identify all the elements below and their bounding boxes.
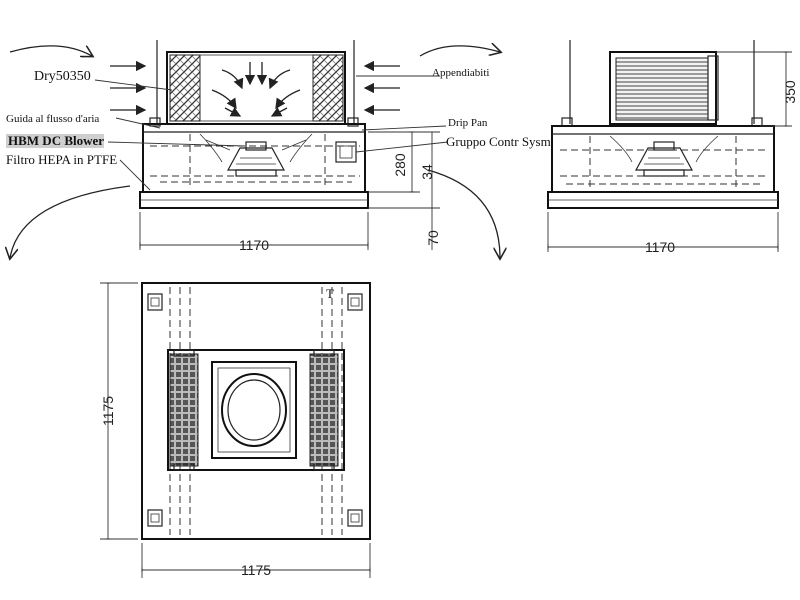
label-dry: Dry50350: [34, 69, 91, 84]
coil-right: [312, 54, 344, 122]
bracket-right: [347, 117, 359, 127]
dim-280-label: 280: [392, 153, 408, 177]
front-coil-header: [707, 55, 719, 121]
fan-ring-inner: [227, 379, 281, 441]
corner-mounts: [147, 293, 363, 527]
coil-cap-4: [313, 463, 335, 471]
blower-fan: [199, 133, 313, 177]
dim-top-depth-label: 1175: [100, 396, 116, 426]
label-appendiabiti: Appendiabiti: [432, 67, 489, 79]
dim-front-height-label: 350: [782, 80, 798, 104]
dim-side-width: [139, 212, 369, 250]
label-drip-pan: Drip Pan: [448, 117, 488, 129]
dim-top-width: [141, 543, 371, 578]
coil-center: [199, 54, 314, 122]
coil-cap-3: [313, 349, 335, 357]
top-outer-frame: [141, 282, 371, 540]
bracket-left: [149, 117, 161, 127]
dim-top-depth: [100, 282, 138, 540]
label-guida: Guida al flusso d'aria: [6, 113, 99, 125]
top-coil-right: [309, 353, 339, 467]
dim-front-height: [716, 51, 792, 127]
label-gruppo: Gruppo Contr Sysm: [446, 134, 551, 149]
leader-lines: [94, 75, 449, 191]
front-blower-fan: [609, 135, 719, 177]
coil-left: [169, 54, 201, 122]
label-blower: HBM DC Blower: [8, 133, 104, 148]
dim-top-width-label: 1175: [241, 562, 271, 578]
control-box: [335, 141, 357, 163]
top-fan-frame-inner: [217, 367, 291, 453]
outer-flow-arrows: [10, 46, 500, 258]
front-coil-box: [609, 51, 717, 125]
dim-side-width-label: 1170: [239, 237, 269, 253]
dim-front-width-label: 1170: [645, 239, 675, 255]
coil-cap-1: [173, 349, 195, 357]
top-center-unit: [167, 349, 345, 471]
top-fan-frame: [211, 361, 297, 459]
inner-flow-arrows: [211, 62, 301, 117]
dim-side-heights: [368, 131, 440, 250]
dim-34-label: 34: [419, 164, 435, 180]
coil-cap-2: [173, 463, 195, 471]
front-housing: [551, 125, 775, 193]
label-blower-bg: [6, 134, 104, 148]
control-box-inner: [339, 145, 353, 159]
fan-ring-outer: [221, 373, 287, 447]
front-grille: [615, 57, 709, 121]
top-tag: T: [326, 286, 334, 301]
front-view: 1170 350: [547, 40, 798, 255]
dim-front-width: [547, 212, 779, 252]
top-coil-left: [169, 353, 199, 467]
label-filtro: Filtro HEPA in PTFE: [6, 152, 117, 167]
top-view: T 1175 1175: [100, 282, 371, 578]
dim-70-label: 70: [425, 230, 441, 246]
side-view: 1170 280 34 70 Dry50350 Guida al flusso …: [6, 40, 551, 258]
